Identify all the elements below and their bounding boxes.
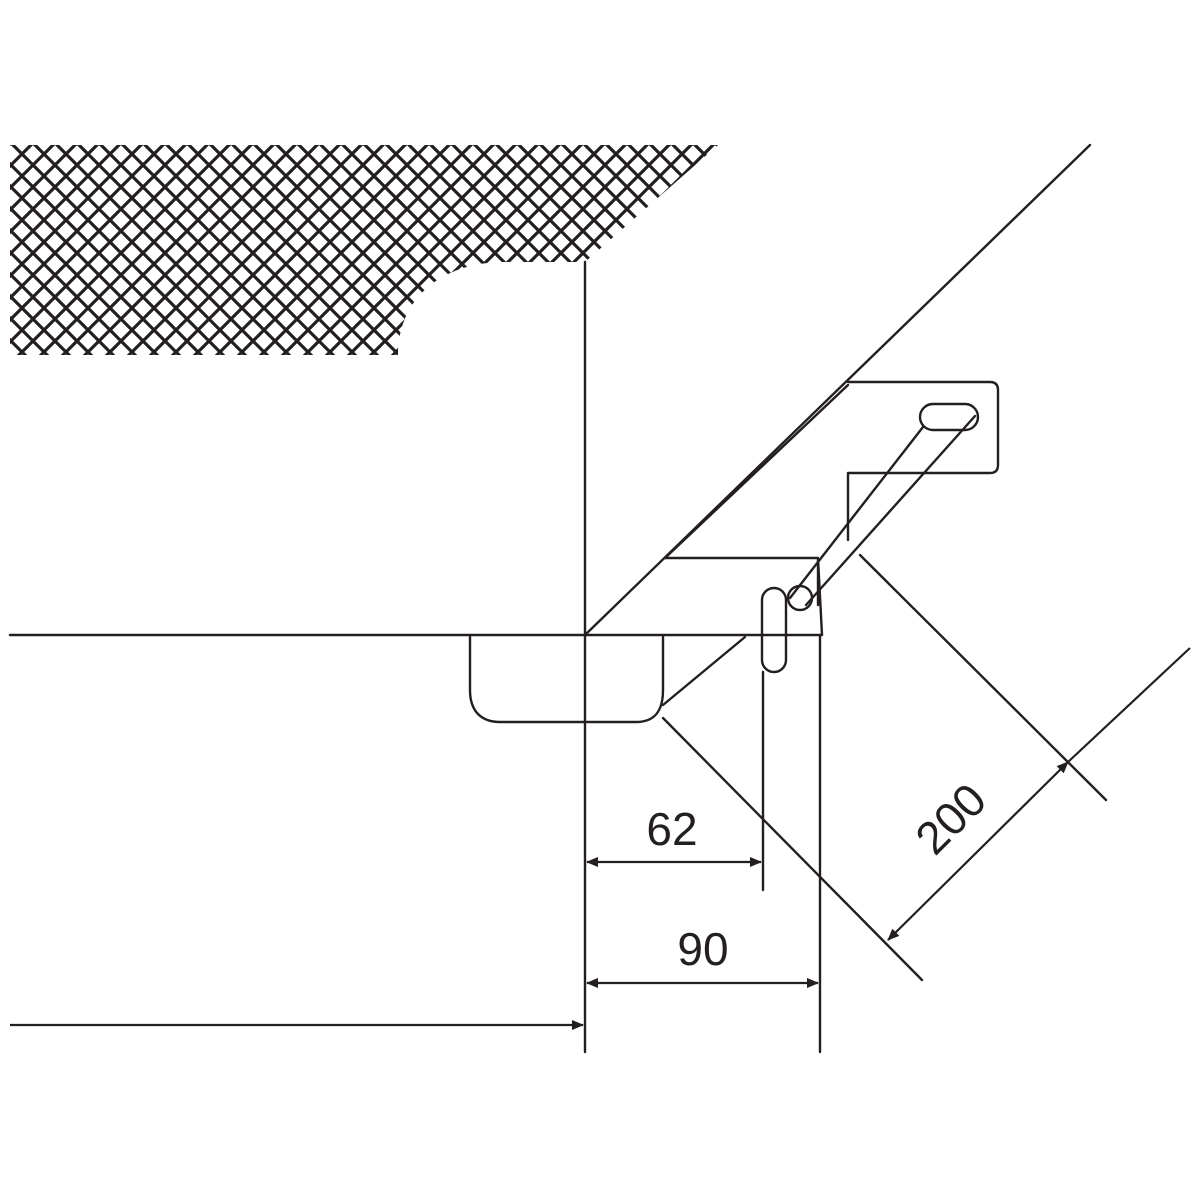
rod-end — [786, 584, 814, 612]
hanger-rod — [788, 414, 977, 607]
trough — [468, 635, 665, 724]
bracket-slot — [918, 402, 980, 432]
ext-line-200-a — [661, 716, 924, 982]
rail-block — [663, 556, 824, 637]
dim-label-200: 200 — [905, 773, 996, 864]
dim-label-62: 62 — [646, 803, 697, 855]
diagonal-panel — [663, 383, 850, 560]
wall-bracket — [846, 380, 1000, 542]
diagonal-wall — [583, 143, 1092, 637]
dim-label-90: 90 — [677, 923, 728, 975]
countertop-hatch — [10, 145, 718, 355]
dim-line-200 — [887, 761, 1069, 941]
ext-line-200-b — [858, 553, 1108, 802]
dim-line-200-tail — [1067, 647, 1191, 763]
hook — [760, 586, 788, 674]
trough-chamfer — [661, 635, 747, 707]
